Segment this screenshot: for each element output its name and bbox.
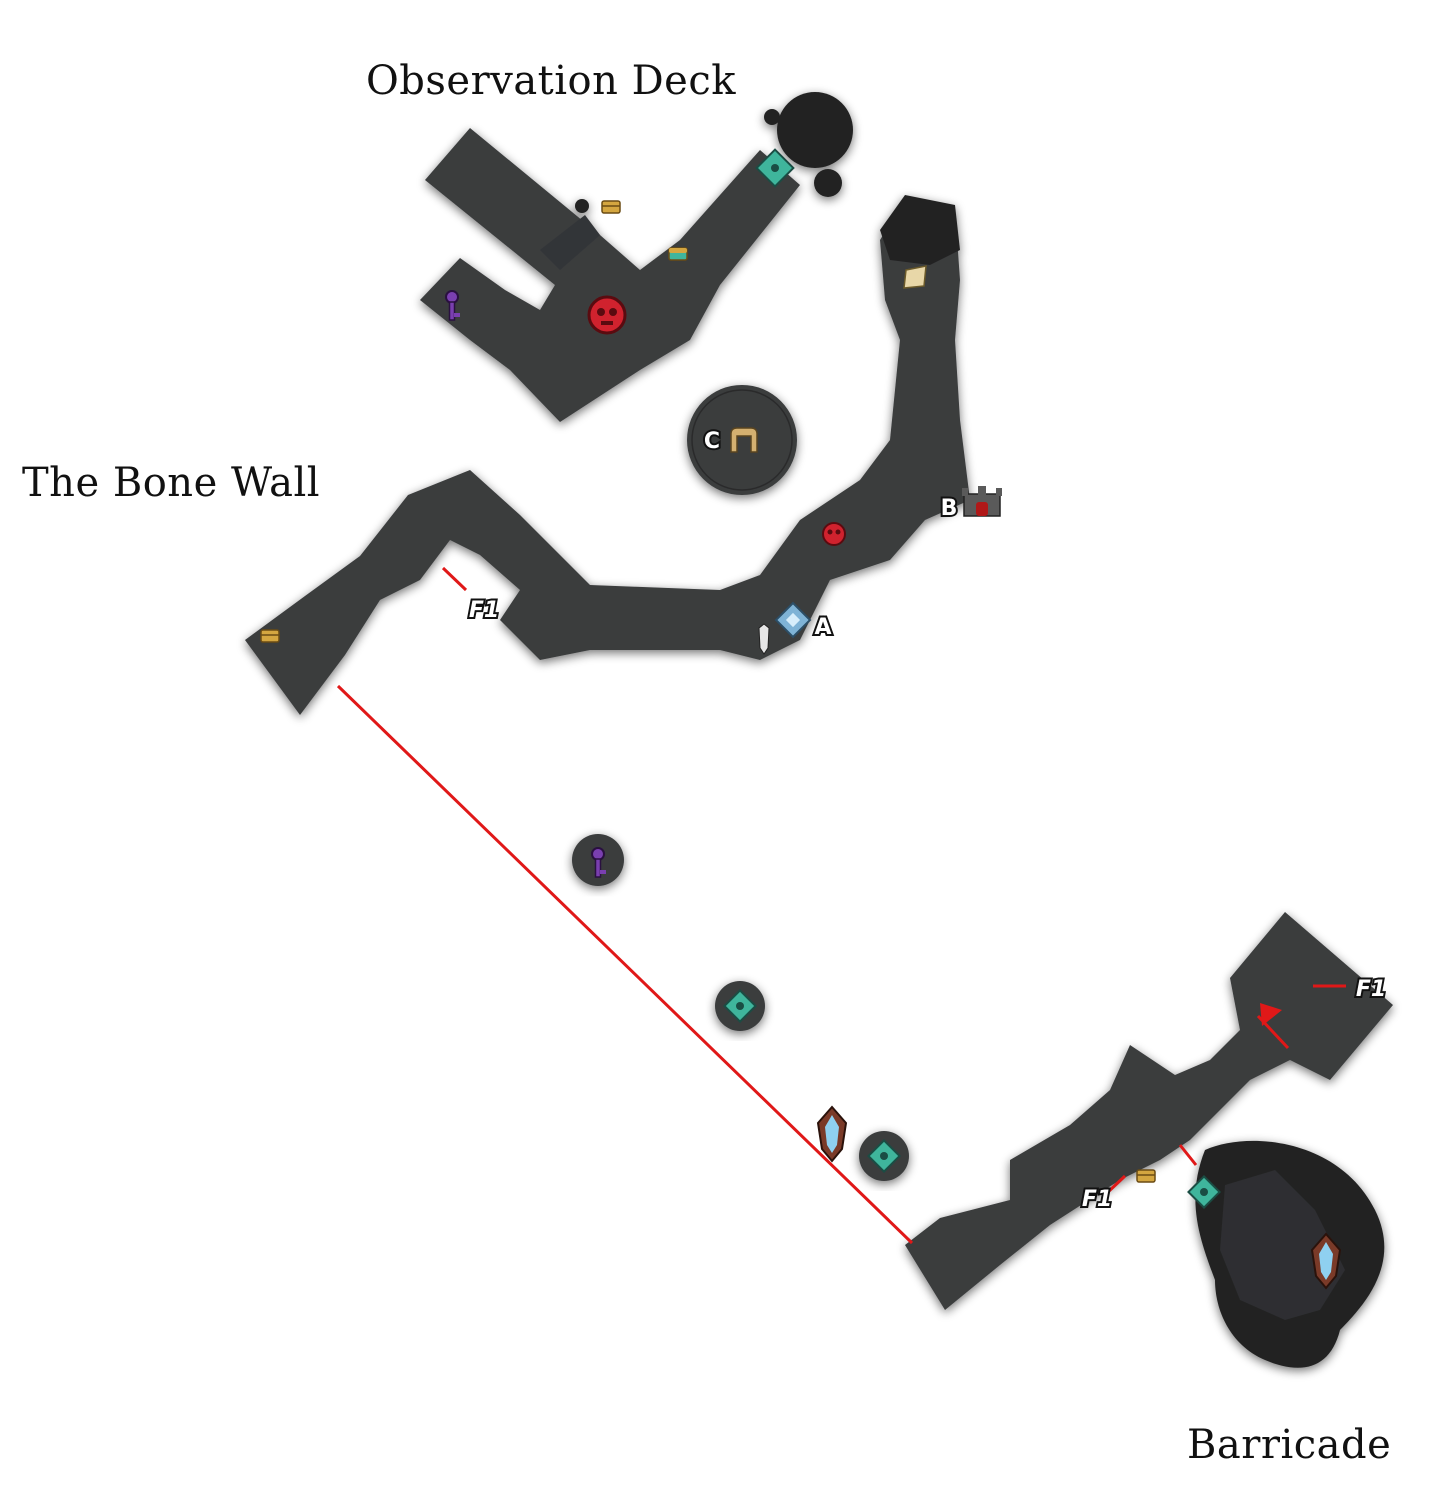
teleport-diamond-icon[interactable] <box>867 1139 901 1173</box>
marker-a: A <box>814 615 831 640</box>
boss-skull-icon[interactable] <box>587 295 627 335</box>
chest-icon[interactable] <box>668 247 688 261</box>
marker-c: C <box>704 429 720 454</box>
floor-link-barricade-upper: F1 <box>1356 977 1386 1002</box>
boss-skull-icon[interactable] <box>822 522 846 546</box>
chest-icon[interactable] <box>601 200 621 214</box>
route-line-bone-f1 <box>441 566 468 592</box>
area-title-observation-deck: Observation Deck <box>366 58 736 104</box>
chest-icon[interactable] <box>1136 1169 1156 1183</box>
key-icon[interactable] <box>445 290 460 321</box>
area-title-bone-wall: The Bone Wall <box>22 460 321 506</box>
floor-link-bone-wall: F1 <box>469 598 499 623</box>
castle-gate-icon[interactable] <box>962 486 1002 517</box>
key-icon[interactable] <box>591 847 606 878</box>
archway-icon[interactable] <box>730 427 758 453</box>
route-line-barricade-cave <box>1178 1144 1198 1166</box>
chest-icon[interactable] <box>260 629 280 643</box>
route-line-main <box>336 684 914 1245</box>
hand-icon <box>758 623 770 655</box>
teleport-diamond-icon[interactable] <box>723 989 757 1023</box>
teleport-diamond-icon[interactable] <box>755 148 795 188</box>
barricade-region <box>905 912 1393 1368</box>
route-arrow-head <box>1260 1003 1282 1026</box>
observation-deck-region <box>420 92 853 422</box>
central-platform <box>687 385 797 495</box>
waypoint-diamond-icon[interactable] <box>774 601 812 639</box>
route-line-barricade-f1-lower <box>1106 1174 1127 1194</box>
floor-link-barricade-lower: F1 <box>1082 1187 1112 1212</box>
teleport-diamond-icon[interactable] <box>1187 1175 1221 1209</box>
map-scroll-icon[interactable] <box>903 265 927 289</box>
area-title-barricade: Barricade <box>1187 1422 1392 1468</box>
crystal-shield-icon[interactable] <box>1310 1232 1342 1290</box>
marker-b: B <box>941 496 958 521</box>
crystal-shield-icon[interactable] <box>816 1105 848 1163</box>
bone-wall-region <box>245 195 970 715</box>
route-lines <box>336 566 1346 1245</box>
